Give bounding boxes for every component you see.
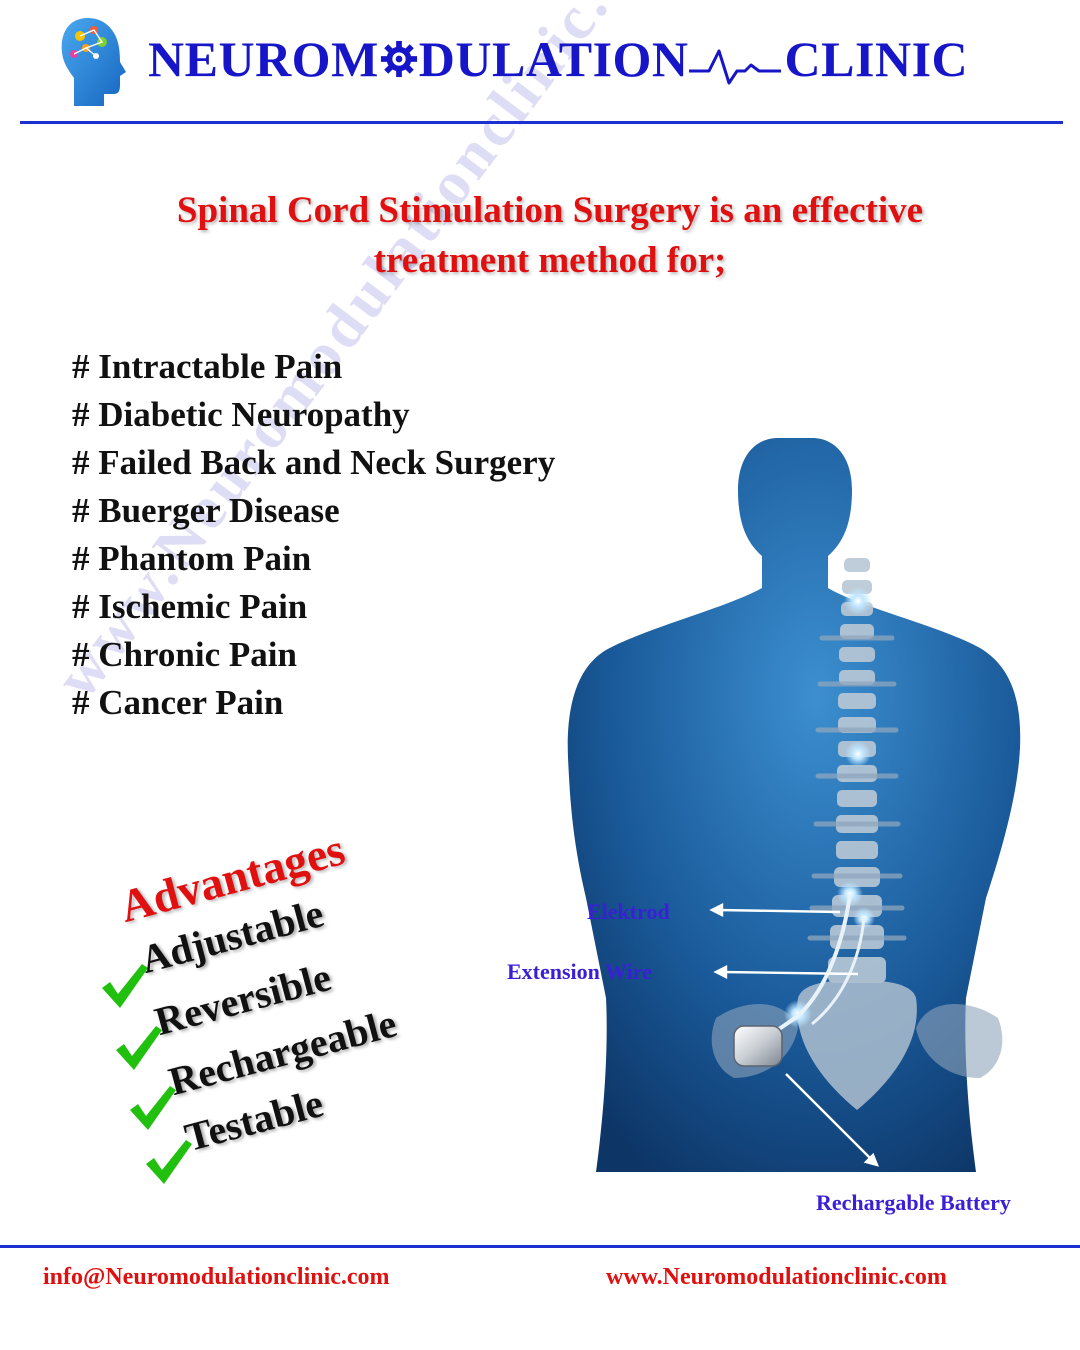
brand-part3: CLINIC — [784, 31, 969, 87]
heartbeat-pulse-icon — [688, 49, 781, 85]
brand-part1: NEUROM — [148, 31, 379, 87]
head-circuit-icon — [61, 18, 126, 106]
gear-icon — [380, 40, 417, 78]
spine-stimulator-illustration — [567, 438, 1021, 1172]
list-item: # Cancer Pain — [72, 683, 284, 722]
footer-divider — [0, 1245, 1080, 1248]
footer-website-link[interactable]: www.Neuromodulationclinic.com — [606, 1264, 947, 1290]
conditions-list: # Intractable Pain # Diabetic Neuropathy… — [72, 343, 555, 727]
header-divider — [20, 121, 1063, 124]
check-icon — [116, 1026, 162, 1070]
list-item: # Intractable Pain — [72, 347, 343, 386]
brand-part2: DULATION — [418, 31, 689, 87]
callout-electrode: Elektrod — [587, 899, 670, 924]
list-item: # Phantom Pain — [72, 539, 312, 578]
headline-line2: treatment method for; — [373, 240, 727, 281]
callout-extension-wire: Extension Wire — [507, 959, 652, 984]
list-item: # Diabetic Neuropathy — [72, 395, 410, 434]
footer-email-link[interactable]: info@Neuromodulationclinic.com — [43, 1264, 390, 1290]
list-item: # Failed Back and Neck Surgery — [72, 443, 556, 482]
check-icon — [130, 1086, 176, 1130]
headline-line1: Spinal Cord Stimulation Surgery is an ef… — [176, 190, 924, 231]
brand-title: NEUROM DULATION CLINIC — [148, 30, 968, 88]
list-item: # Chronic Pain — [72, 635, 297, 674]
check-icon — [146, 1140, 192, 1184]
callout-rechargeable-battery: Rechargable Battery — [816, 1190, 1011, 1215]
check-icon — [102, 964, 148, 1008]
headline: Spinal Cord Stimulation Surgery is an ef… — [40, 186, 1060, 286]
list-item: # Buerger Disease — [72, 491, 340, 530]
list-item: # Ischemic Pain — [72, 587, 308, 626]
